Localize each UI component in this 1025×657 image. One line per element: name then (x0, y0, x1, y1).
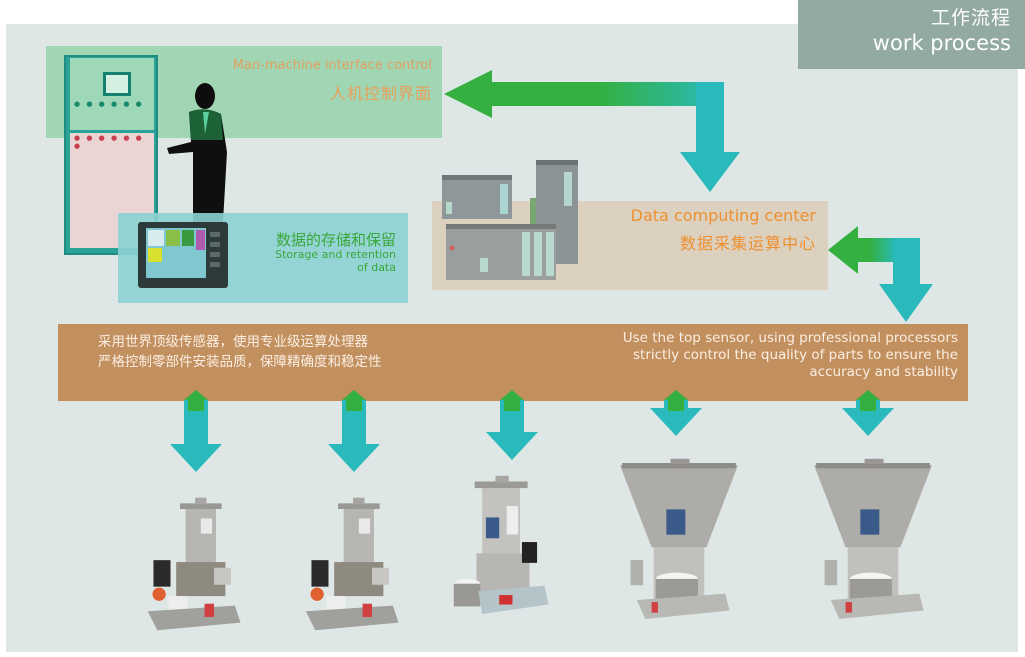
banner-text-zh-line1: 采用世界顶级传感器，使用专业级运算处理器 (98, 334, 368, 350)
cabinet-indicator-lights: ● ● ● ● ● ● (74, 100, 144, 108)
storage-label-zh: 数据的存储和保留 (275, 231, 396, 249)
banner-text-en-line2: strictly control the quality of parts to… (633, 347, 958, 363)
down-arrow-icon (650, 390, 702, 436)
banner-text-en-line3: accuracy and stability (809, 364, 958, 380)
down-arrow-icon (842, 390, 894, 436)
datacenter-to-banner-arrow-icon (828, 226, 933, 322)
title-zh: 工作流程 (930, 7, 1011, 29)
banner-text-zh-line2: 严格控制零部件安装品质，保障精确度和稳定性 (98, 354, 382, 370)
down-arrow-icon (170, 390, 222, 472)
hmi-label-zh: 人机控制界面 (329, 84, 432, 103)
data-center-label-zh: 数据采集运算中心 (679, 234, 816, 253)
banner-text-en: Use the top sensor, using professional p… (540, 330, 958, 381)
hopper-feeder-machine-icon (620, 458, 738, 619)
compact-feeder-machine-icon (147, 497, 241, 631)
down-arrow-icon (486, 390, 538, 460)
storage-label-en-line1: Storage and retention (275, 248, 396, 261)
cabinet-screen-icon (103, 72, 131, 96)
hmi-label-en: Man-machine interface control (232, 58, 432, 73)
section-title: 工作流程 work process (798, 0, 1025, 69)
compact-feeder-machine-icon (305, 497, 399, 631)
down-arrow-icon (328, 390, 380, 472)
storage-label-en-line2: of data (357, 261, 396, 274)
banner-text-en-line1: Use the top sensor, using professional p… (622, 330, 958, 346)
touch-panel-icon (138, 222, 228, 288)
sensor-banner (58, 324, 968, 401)
hmi-to-datacenter-arrow-icon (444, 70, 740, 192)
cabinet-buttons: ● ● ● ● ● ● ● (74, 134, 144, 150)
plc-modules-icon (442, 160, 578, 280)
column-feeder-machine-icon (453, 475, 549, 614)
operator-silhouette-icon (167, 83, 227, 222)
hopper-feeder-machine-icon (814, 458, 932, 619)
data-center-label-en: Data computing center (630, 206, 816, 225)
title-en: work process (872, 31, 1011, 55)
